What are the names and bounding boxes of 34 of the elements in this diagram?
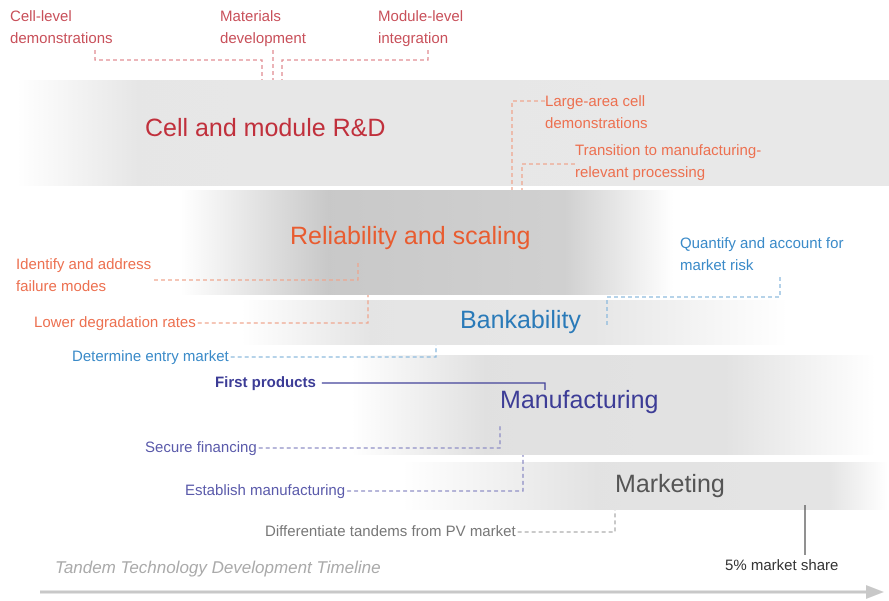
leader-line: [322, 382, 546, 390]
leader-line: [230, 345, 437, 358]
leader-line: [804, 505, 806, 555]
milestone-text: 5% market share: [725, 555, 838, 577]
leader-line: [94, 50, 263, 80]
milestone-text: Module-level integration: [378, 6, 488, 50]
milestone-text: Quantify and account for market risk: [680, 233, 885, 277]
phase-title: Manufacturing: [500, 388, 658, 413]
phase-title: Reliability and scaling: [290, 224, 530, 249]
phase-title: Cell and module R&D: [145, 116, 386, 141]
milestone-text: Secure financing: [145, 437, 257, 459]
leader-line: [272, 50, 274, 80]
leader-line: [198, 295, 369, 324]
milestone-text: Cell-level demonstrations: [10, 6, 170, 50]
leader-line: [281, 50, 429, 80]
leader-line: [521, 163, 575, 190]
milestone-text: Establish manufacturing: [185, 480, 346, 502]
milestone-text: Determine entry market: [72, 346, 229, 368]
timeline-label: Tandem Technology Development Timeline: [55, 557, 381, 579]
leader-line: [606, 277, 781, 325]
milestone-text: Materials development: [220, 6, 340, 50]
milestone-text: Large-area cell demonstrations: [545, 91, 685, 135]
leader-line: [518, 510, 616, 533]
milestone-text: First products: [215, 372, 316, 394]
leader-line: [154, 262, 359, 281]
phase-title: Marketing: [615, 472, 725, 497]
phase-title: Bankability: [460, 308, 581, 333]
milestone-text: Lower degradation rates: [34, 312, 196, 334]
milestone-text: Differentiate tandems from PV market: [265, 521, 516, 543]
leader-line: [347, 455, 524, 492]
milestone-text: Transition to manufacturing-relevant processing: [575, 140, 790, 184]
leader-line: [511, 100, 545, 190]
leader-line: [258, 425, 501, 449]
milestone-text: Identify and address failure modes: [16, 254, 166, 298]
